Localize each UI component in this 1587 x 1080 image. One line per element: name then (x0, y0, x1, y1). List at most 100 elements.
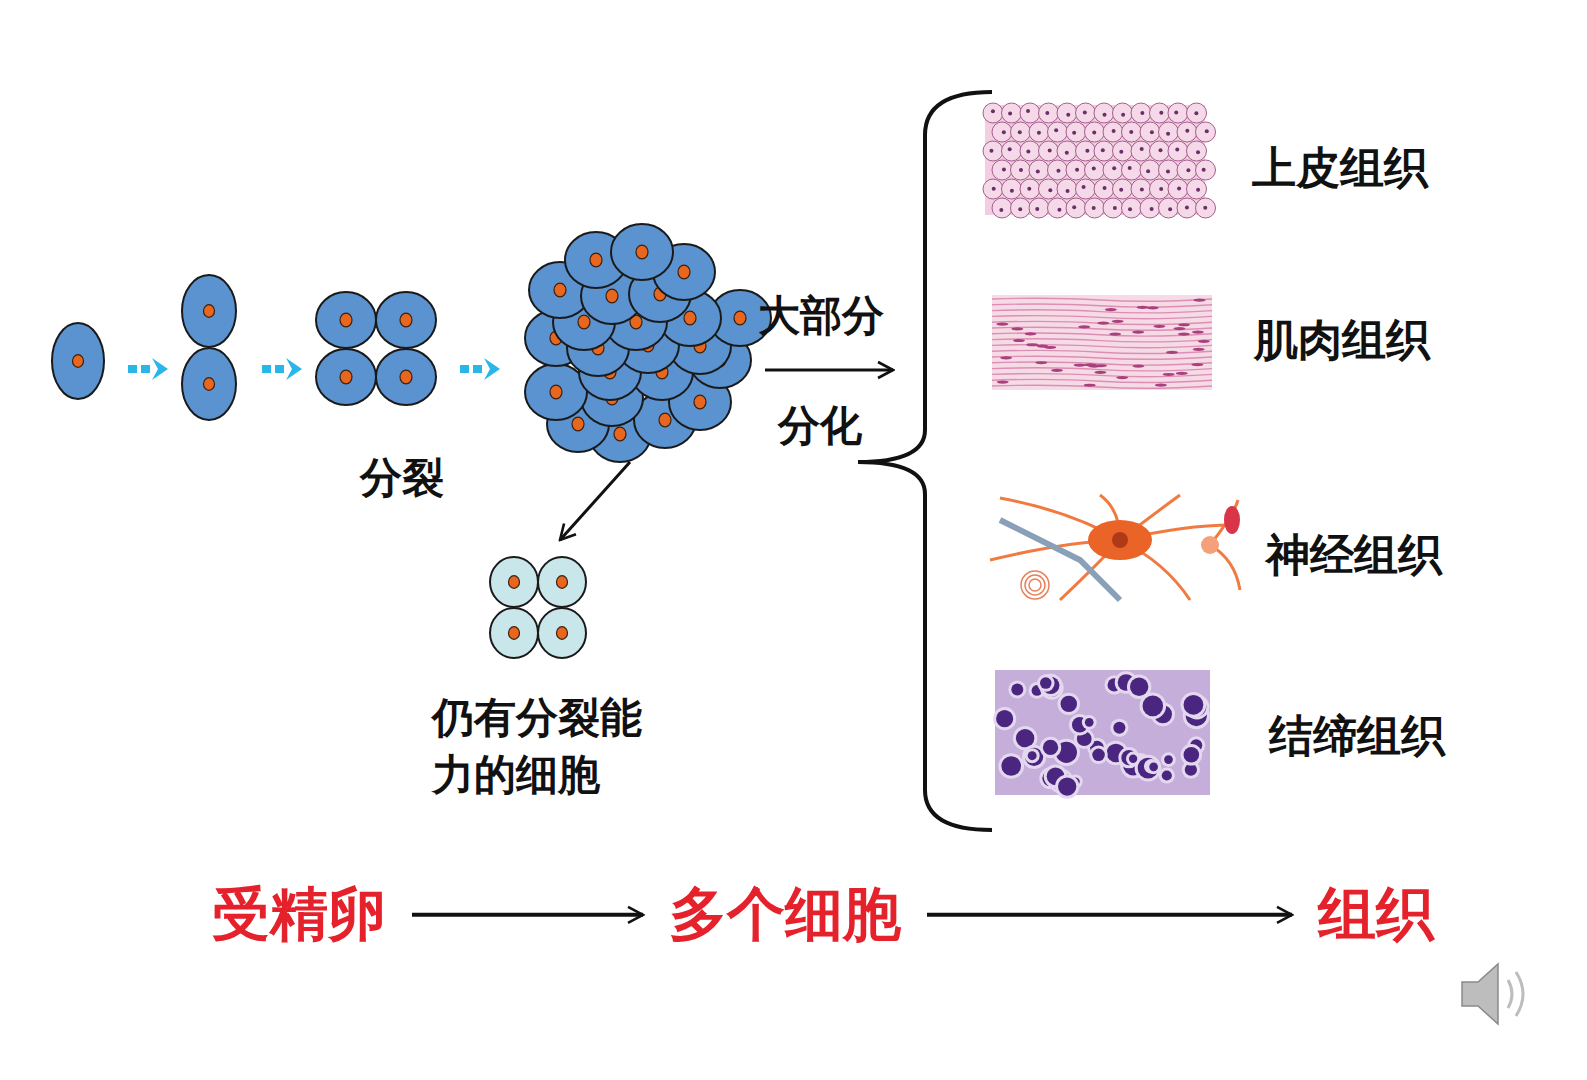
node-text: 肌肉组织 (1254, 314, 1430, 367)
progress-head (286, 358, 302, 380)
muscle-nucleus (1000, 356, 1012, 359)
epithelial-cell (1029, 160, 1049, 180)
epithelial-nucleus (1166, 132, 1170, 136)
epithelial-cell (1094, 179, 1114, 199)
stage-term: 受精卵 (208, 878, 390, 952)
cell (490, 608, 538, 658)
lacuna (1008, 681, 1026, 699)
muscle-nucleus (1035, 361, 1047, 364)
muscle-nucleus (1173, 327, 1185, 330)
epithelial-cell (1029, 198, 1049, 218)
muscle-fiber (992, 339, 1212, 342)
muscle-nucleus (1074, 364, 1086, 367)
cell-nucleus (550, 385, 562, 399)
epithelial-nucleus (1082, 185, 1086, 189)
connective-picture (993, 670, 1210, 799)
cell (316, 292, 376, 348)
lacuna (1146, 759, 1161, 774)
epithelial-cell (1113, 103, 1133, 123)
nerve-ring (1025, 575, 1045, 595)
epithelial-cell (1122, 160, 1142, 180)
epithelial-cell (1187, 141, 1207, 161)
muscle-nucleus (1078, 325, 1090, 328)
cell-nucleus (678, 265, 690, 279)
epithelial-cell (1076, 141, 1096, 161)
chondrocyte (996, 710, 1013, 727)
lacuna (1127, 675, 1151, 699)
chondrocyte (1011, 684, 1023, 696)
epithelial-nucleus (1048, 148, 1052, 152)
epithelial-nucleus (1168, 207, 1172, 211)
progress-arrow (128, 358, 168, 380)
epithelial-nucleus (1112, 129, 1116, 133)
dividing-cells (490, 557, 586, 658)
tissue-ground (985, 490, 1240, 605)
epithelial-nucleus (1174, 111, 1178, 115)
muscle-nucleus (1097, 321, 1109, 324)
epithelial-nucleus (1092, 166, 1096, 170)
cell-nucleus (606, 289, 618, 303)
epithelial-cell (992, 160, 1012, 180)
chondrocyte (1028, 751, 1037, 760)
lacuna (998, 753, 1024, 779)
cell-nucleus (73, 355, 84, 368)
epithelial-cell (1076, 103, 1096, 123)
epithelial-nucleus (1112, 166, 1116, 170)
epithelial-cell (1011, 198, 1031, 218)
epithelial-nucleus (1194, 111, 1198, 115)
muscle-nucleus (1132, 364, 1144, 367)
epithelial-nucleus (1048, 188, 1052, 192)
cell-nucleus (734, 311, 746, 325)
epithelial-nucleus (1159, 187, 1163, 191)
node-text: 结缔组织 (1269, 710, 1445, 763)
lacuna (1055, 774, 1079, 798)
cell-body (52, 323, 104, 399)
speaker-wave (1508, 980, 1512, 1008)
cell-body (538, 557, 586, 607)
muscle-nucleus (1109, 333, 1121, 336)
muscle-nucleus (1026, 343, 1038, 346)
cell (538, 557, 586, 607)
chondrocyte (1149, 762, 1158, 771)
epithelial-nucleus (1008, 147, 1012, 151)
muscle-nucleus (1191, 363, 1203, 366)
epithelial-nucleus (1072, 205, 1076, 209)
epithelial-cell (1131, 179, 1151, 199)
epithelial-picture (983, 103, 1216, 218)
epithelial-cell (1140, 122, 1160, 142)
muscle-nucleus (1137, 306, 1149, 309)
epithelial-nucleus (1057, 208, 1061, 212)
muscle-nucleus (1094, 371, 1106, 374)
muscle-nucleus (1084, 384, 1096, 387)
epithelial-nucleus (1101, 148, 1105, 152)
node-text: 组织 (1318, 880, 1434, 950)
muscle-fiber (992, 310, 1212, 313)
cell (182, 348, 236, 420)
epithelial-nucleus (1121, 113, 1125, 117)
cell-nucleus (590, 253, 602, 267)
cell-nucleus (636, 245, 648, 259)
epithelial-cell (1039, 179, 1059, 199)
epithelial-cell (1187, 103, 1207, 123)
cell-nucleus (400, 313, 412, 327)
lacuna (1058, 693, 1080, 715)
stage-term: 组织 (1314, 878, 1438, 952)
epithelial-nucleus (1196, 150, 1200, 154)
lacuna (1082, 715, 1097, 730)
progress-head (484, 358, 500, 380)
cell-cluster (525, 224, 771, 462)
epithelial-cell (1196, 122, 1216, 142)
epithelial-cell (1140, 160, 1160, 180)
tissue-label: 神经组织 (1262, 527, 1446, 584)
epithelial-nucleus (1092, 131, 1096, 135)
muscle-nucleus (1116, 376, 1128, 379)
epithelial-nucleus (1140, 147, 1144, 151)
chondrocyte (1184, 747, 1200, 763)
cell (525, 364, 587, 420)
speaker-wave (1516, 972, 1523, 1016)
epithelial-nucleus (1008, 111, 1012, 115)
chondrocyte (1143, 696, 1164, 717)
cell-body (490, 557, 538, 607)
chondrocyte (1129, 755, 1137, 763)
epithelial-nucleus (1203, 206, 1207, 210)
